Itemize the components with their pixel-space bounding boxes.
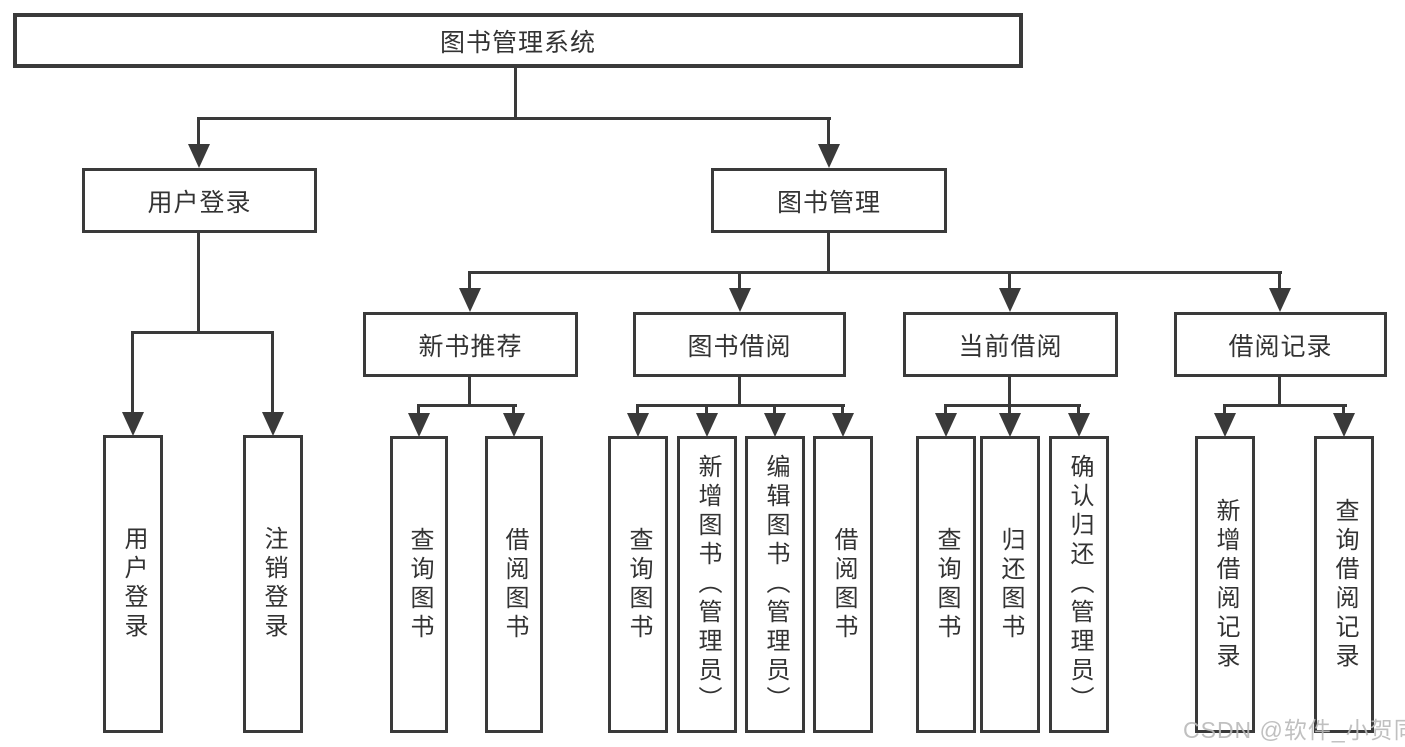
arrow-down-icon <box>1214 413 1236 437</box>
node-label: 新增图书（管理员） <box>694 454 721 715</box>
connector-line <box>1008 271 1011 289</box>
node-label: 新书推荐 <box>418 332 523 361</box>
node-label: 借阅记录 <box>1228 332 1333 361</box>
leaf-borrow-books: 借阅图书 <box>485 436 543 733</box>
node-label: 新增借阅记录 <box>1212 497 1239 672</box>
arrow-down-icon <box>818 144 840 168</box>
node-book-borrowing: 图书借阅 <box>633 312 846 377</box>
connector-line <box>636 404 639 414</box>
arrow-down-icon <box>935 413 957 437</box>
arrow-down-icon <box>729 288 751 312</box>
connector-line <box>705 404 708 414</box>
node-current-borrowing: 当前借阅 <box>903 312 1118 377</box>
connector-line <box>131 331 134 413</box>
leaf-add-borrow-record: 新增借阅记录 <box>1195 436 1255 733</box>
node-label: 借阅图书 <box>501 526 528 643</box>
node-label: 查询图书 <box>406 526 433 643</box>
connector-line <box>773 404 776 414</box>
csdn-watermark: CSDN @软件_小贺同学 <box>1183 717 1405 743</box>
connector-line <box>1223 404 1226 414</box>
connector-line <box>131 331 274 334</box>
leaf-logout: 注销登录 <box>243 435 303 733</box>
arrow-down-icon <box>1269 288 1291 312</box>
node-label: 注销登录 <box>260 526 287 642</box>
node-label: 图书管理 <box>776 188 881 217</box>
connector-line <box>271 331 274 413</box>
node-label: 借阅图书 <box>830 526 857 643</box>
arrow-down-icon <box>262 412 284 436</box>
node-user-login: 用户登录 <box>82 168 317 233</box>
arrow-down-icon <box>459 288 481 312</box>
leaf-query-borrow-record: 查询借阅记录 <box>1314 436 1374 733</box>
node-book-management: 图书管理 <box>711 168 947 233</box>
arrow-down-icon <box>999 288 1021 312</box>
connector-line <box>468 271 1282 274</box>
connector-line <box>197 233 200 333</box>
node-label: 编辑图书（管理员） <box>762 454 789 715</box>
connector-line <box>944 404 1081 407</box>
leaf-borrow-books: 借阅图书 <box>813 436 873 733</box>
arrow-down-icon <box>408 413 430 437</box>
node-borrowing-records: 借阅记录 <box>1174 312 1387 377</box>
node-label: 图书管理系统 <box>439 28 596 57</box>
node-label: 查询图书 <box>933 526 960 643</box>
node-label: 查询图书 <box>625 526 652 643</box>
leaf-confirm-return-admin: 确认归还（管理员） <box>1049 436 1109 733</box>
connector-line <box>1223 404 1347 407</box>
connector-line <box>514 68 517 119</box>
connector-line <box>841 404 844 414</box>
arrow-down-icon <box>1333 413 1355 437</box>
connector-line <box>738 271 741 289</box>
node-label: 图书借阅 <box>687 332 792 361</box>
connector-line <box>1077 404 1080 414</box>
connector-line <box>197 117 200 146</box>
connector-line <box>1278 377 1281 406</box>
leaf-user-login: 用户登录 <box>103 435 163 733</box>
connector-line <box>1008 377 1011 406</box>
connector-line <box>197 117 831 120</box>
leaf-return-books: 归还图书 <box>980 436 1040 733</box>
arrow-down-icon <box>1068 413 1090 437</box>
node-label: 确认归还（管理员） <box>1066 454 1093 715</box>
arrow-down-icon <box>999 413 1021 437</box>
connector-line <box>417 404 517 407</box>
node-label: 查询借阅记录 <box>1331 497 1358 672</box>
leaf-query-books: 查询图书 <box>916 436 976 733</box>
connector-line <box>1342 404 1345 414</box>
leaf-edit-books-admin: 编辑图书（管理员） <box>745 436 805 733</box>
connector-line <box>738 377 741 406</box>
leaf-add-books-admin: 新增图书（管理员） <box>677 436 737 733</box>
leaf-query-books: 查询图书 <box>608 436 668 733</box>
connector-line <box>468 271 471 289</box>
connector-line <box>417 404 420 414</box>
connector-line <box>827 117 830 146</box>
connector-line <box>1278 271 1281 289</box>
connector-line <box>944 404 947 414</box>
arrow-down-icon <box>188 144 210 168</box>
arrow-down-icon <box>122 412 144 436</box>
arrow-down-icon <box>503 413 525 437</box>
arrow-down-icon <box>832 413 854 437</box>
connector-line <box>827 233 830 273</box>
connector-line <box>1008 404 1011 414</box>
node-label: 用户登录 <box>147 188 252 217</box>
node-label: 用户登录 <box>120 526 147 642</box>
node-library-management-system: 图书管理系统 <box>13 13 1023 68</box>
connector-line <box>468 377 471 406</box>
arrow-down-icon <box>696 413 718 437</box>
node-label: 归还图书 <box>997 526 1024 643</box>
arrow-down-icon <box>627 413 649 437</box>
leaf-query-books: 查询图书 <box>390 436 448 733</box>
node-label: 当前借阅 <box>958 332 1063 361</box>
node-new-book-recommendation: 新书推荐 <box>363 312 578 377</box>
connector-line <box>636 404 845 407</box>
connector-line <box>512 404 515 414</box>
arrow-down-icon <box>764 413 786 437</box>
